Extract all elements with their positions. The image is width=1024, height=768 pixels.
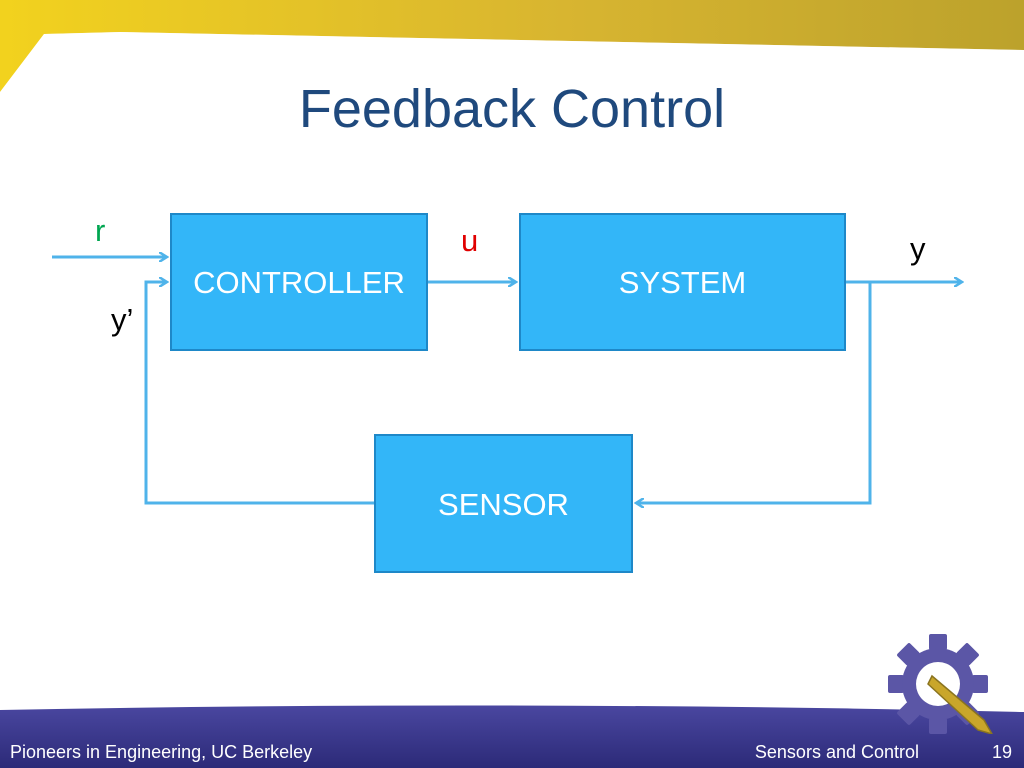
system-block: SYSTEM: [519, 213, 846, 351]
top-gold-band: [0, 0, 1024, 92]
system-label: SYSTEM: [618, 265, 747, 300]
sensor-label: SENSOR: [438, 487, 569, 522]
slide-number: 19: [991, 742, 1012, 762]
footer-band: [0, 705, 1024, 768]
control-signal-label: u: [461, 223, 479, 258]
measured-signal-label: y’: [111, 302, 134, 337]
output-signal-label: y: [910, 231, 926, 266]
reference-signal-label: r: [95, 213, 106, 248]
footer-organization: Pioneers in Engineering, UC Berkeley: [10, 742, 313, 762]
controller-label: CONTROLLER: [193, 265, 405, 300]
footer-topic: Sensors and Control: [754, 742, 919, 762]
output-to-sensor-path: [637, 282, 872, 503]
sensor-to-controller-path: [144, 282, 374, 505]
top-band-highlight: [0, 32, 1024, 100]
slide-title: Feedback Control: [298, 79, 726, 139]
gear-gauge-logo-icon: [888, 634, 993, 734]
controller-block: CONTROLLER: [170, 213, 428, 351]
sensor-block: SENSOR: [374, 434, 633, 573]
